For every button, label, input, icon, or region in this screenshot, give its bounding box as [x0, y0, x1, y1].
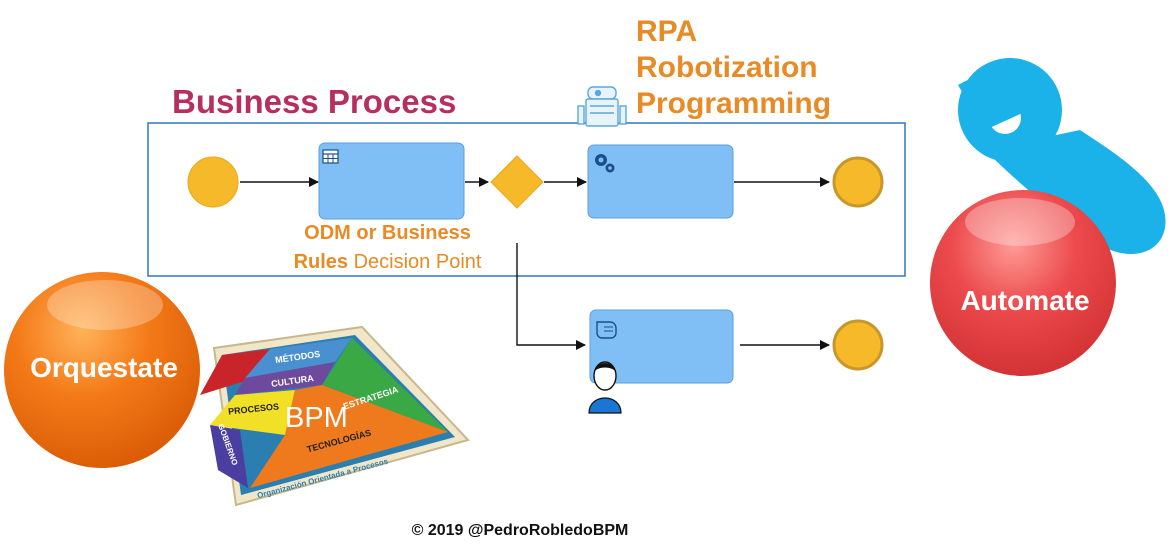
rpa-line-1: RPA — [636, 15, 698, 48]
rpa-line-2: Robotization — [636, 51, 818, 84]
automate-logo — [958, 58, 1166, 254]
gear-icon — [595, 154, 615, 173]
business-rule-task[interactable] — [318, 142, 465, 220]
table-icon — [322, 149, 339, 164]
user-icon — [588, 361, 622, 414]
hand-icon — [596, 321, 617, 339]
service-task[interactable] — [587, 144, 734, 219]
user-task[interactable] — [589, 309, 734, 384]
process-pool — [147, 122, 906, 277]
start-event[interactable] — [187, 156, 239, 208]
robot-icon — [577, 86, 627, 127]
odm-bold-2: Rules — [293, 251, 349, 273]
process-title: Business Process — [172, 83, 457, 120]
end-event-2[interactable] — [832, 319, 884, 371]
flow-arrow-down — [516, 243, 586, 350]
rpa-label: RPA Robotization Programming — [636, 14, 831, 122]
bpm-tangram — [200, 325, 470, 507]
rpa-line-3: Programming — [636, 87, 832, 120]
odm-bold-1: ODM or Business — [304, 222, 471, 244]
orquestate-label: Orquestate — [30, 352, 178, 383]
bpm-label: BPM — [285, 402, 348, 434]
copyright: © 2019 @PedroRobledoBPM — [411, 522, 629, 539]
decision-point-label: ODM or Business Rules Decision Point — [270, 219, 505, 277]
orquestate-ball — [4, 272, 200, 468]
end-event[interactable] — [832, 156, 884, 208]
automate-label: Automate — [960, 285, 1090, 316]
odm-normal: Decision Point — [353, 251, 482, 273]
automate-ball — [930, 190, 1116, 376]
decision-gateway[interactable] — [490, 155, 544, 209]
